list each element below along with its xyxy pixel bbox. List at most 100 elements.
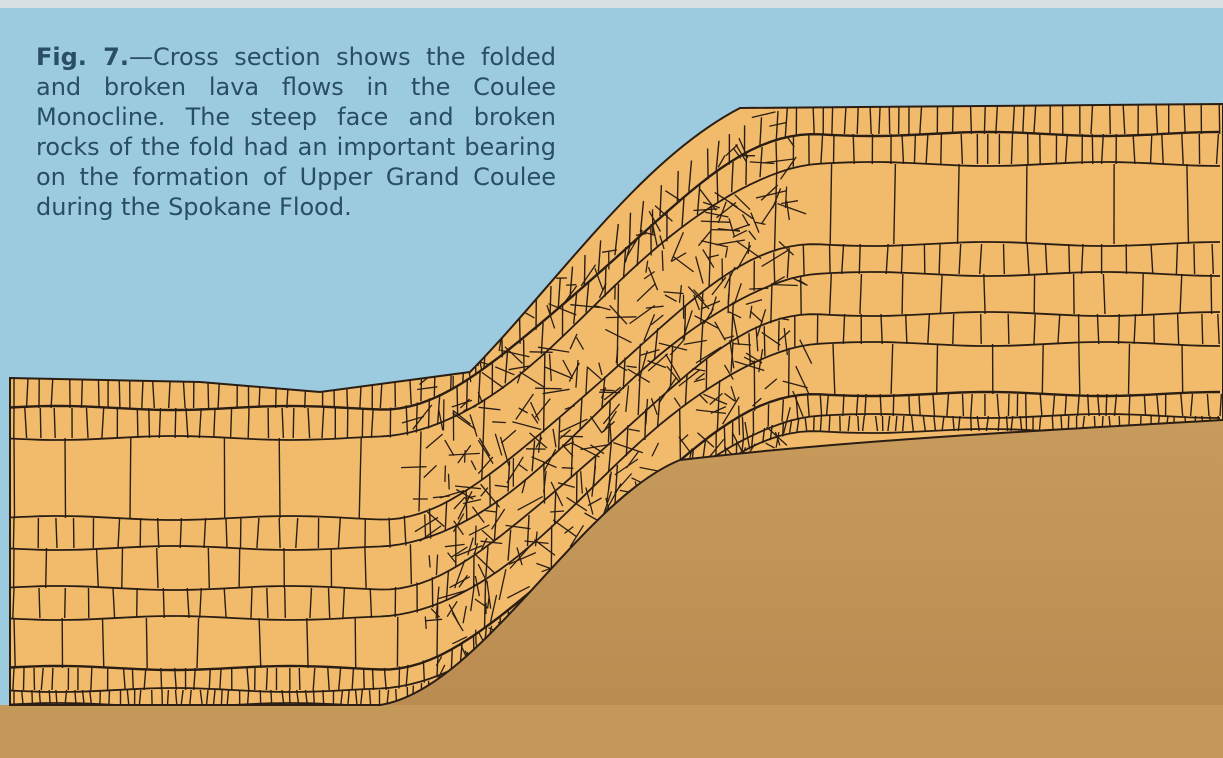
column-joint: [14, 438, 15, 518]
column-joint: [803, 245, 804, 275]
column-joint: [65, 588, 66, 618]
column-joint: [1219, 104, 1220, 134]
column-joint: [46, 548, 47, 588]
column-joint: [859, 244, 860, 274]
fracture-line: [530, 352, 553, 353]
column-joint: [24, 668, 25, 690]
column-joint: [814, 416, 815, 431]
fracture-line: [739, 406, 740, 435]
column-joint: [467, 380, 468, 411]
column-joint: [91, 668, 92, 690]
column-joint: [323, 690, 324, 705]
column-joint: [457, 386, 458, 417]
column-joint: [168, 690, 169, 705]
column-joint: [550, 286, 551, 317]
column-joint: [34, 668, 35, 690]
column-joint: [1110, 104, 1111, 134]
column-joint: [98, 378, 99, 408]
column-joint: [130, 438, 131, 518]
column-joint: [119, 378, 120, 408]
fracture-line: [562, 468, 574, 469]
column-joint: [399, 666, 400, 688]
column-joint: [451, 648, 452, 670]
column-joint: [416, 403, 417, 433]
column-joint: [832, 104, 833, 134]
column-joint: [1068, 416, 1069, 431]
fracture-line: [728, 294, 729, 313]
column-joint: [1194, 244, 1195, 274]
column-joint: [132, 668, 133, 690]
column-joint: [830, 244, 831, 274]
column-joint: [65, 438, 66, 518]
column-joint: [52, 668, 53, 690]
column-joint: [953, 104, 954, 134]
column-joint: [13, 518, 14, 548]
column-joint: [1074, 274, 1075, 314]
column-joint: [208, 548, 209, 588]
column-joint: [40, 408, 41, 438]
fracture-line: [561, 436, 583, 437]
fracture-line: [600, 390, 614, 391]
column-joint: [175, 408, 176, 438]
column-joint: [858, 416, 859, 431]
column-joint: [221, 690, 222, 705]
column-joint: [630, 213, 631, 244]
column-joint: [423, 661, 424, 683]
column-joint: [953, 314, 954, 344]
column-joint: [82, 378, 83, 408]
column-joint: [163, 588, 164, 618]
column-joint: [889, 104, 890, 134]
column-joint: [1202, 314, 1203, 344]
column-joint: [829, 416, 830, 431]
column-joint: [984, 104, 985, 134]
fracture-line: [425, 514, 426, 538]
column-joint: [778, 321, 779, 351]
column-joint: [122, 548, 123, 588]
column-joint: [1004, 244, 1005, 274]
column-joint: [971, 104, 972, 134]
column-joint: [914, 134, 915, 164]
fracture-line: [445, 466, 446, 483]
column-joint: [362, 408, 363, 438]
column-joint: [1106, 394, 1107, 416]
ground-bottom-strip: [0, 705, 1223, 758]
column-joint: [783, 421, 784, 436]
column-joint: [937, 344, 938, 394]
column-joint: [1129, 394, 1130, 416]
column-joint: [1154, 314, 1155, 344]
column-joint: [724, 427, 725, 450]
column-joint: [963, 394, 964, 416]
column-joint: [981, 314, 982, 344]
column-joint: [146, 618, 147, 668]
column-joint: [289, 690, 290, 705]
column-joint: [32, 690, 33, 705]
column-joint: [834, 134, 835, 164]
column-joint: [677, 171, 678, 202]
column-joint: [248, 408, 249, 438]
column-joint: [789, 348, 790, 398]
column-joint: [776, 142, 777, 172]
column-joint: [1008, 394, 1009, 416]
column-joint: [285, 588, 286, 618]
page-border: [0, 0, 1223, 8]
column-joint: [429, 398, 430, 428]
column-joint: [271, 690, 272, 705]
fracture-line: [749, 288, 768, 289]
column-joint: [939, 244, 940, 274]
column-joint: [893, 394, 894, 416]
column-joint: [708, 149, 709, 180]
fracture-line: [465, 450, 466, 463]
column-joint: [109, 690, 110, 705]
figure-label: Fig. 7.: [36, 43, 129, 71]
column-joint: [161, 668, 162, 690]
column-joint: [49, 690, 50, 705]
column-joint: [1119, 314, 1120, 344]
column-joint: [364, 668, 365, 690]
column-joint: [1008, 314, 1009, 344]
column-joint: [1211, 274, 1212, 314]
column-joint: [1061, 416, 1062, 431]
column-joint: [680, 410, 681, 461]
column-joint: [1052, 416, 1053, 431]
fracture-line: [425, 617, 426, 629]
column-joint: [853, 134, 854, 164]
